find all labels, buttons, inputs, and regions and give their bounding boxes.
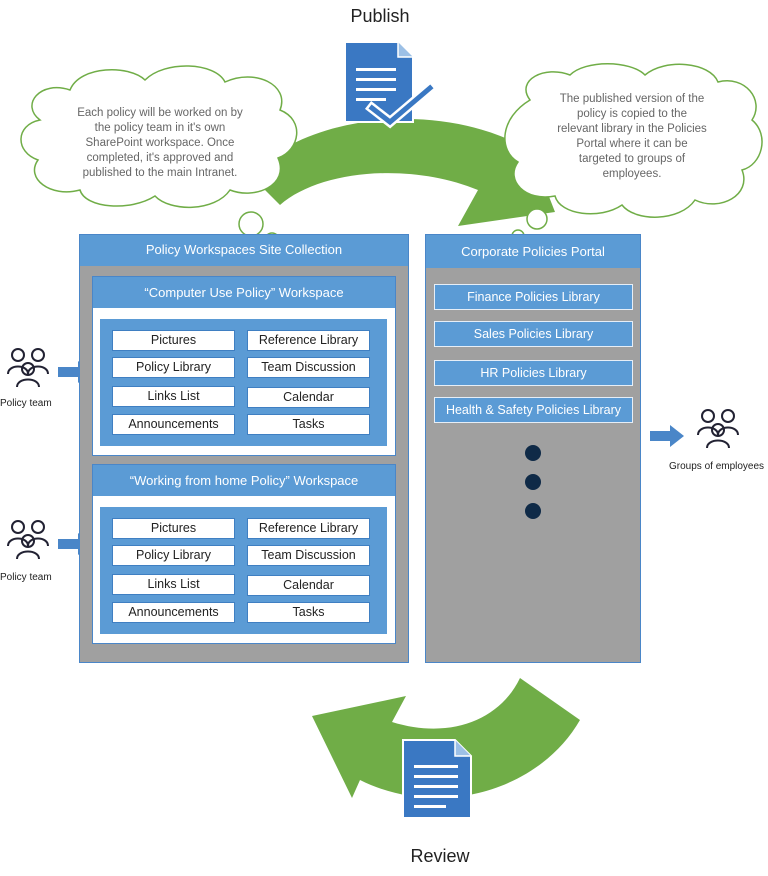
policy-team-label: Policy team (0, 572, 52, 583)
workspace-working-from-home: “Working from home Policy” Workspace Pic… (92, 464, 396, 644)
right-cloud-bubble-1 (526, 208, 548, 230)
ellipsis-dot (525, 445, 541, 461)
right-cloud-text: The published version of the policy is c… (512, 92, 752, 182)
cloud-line: employees. (602, 168, 662, 180)
site-collection-title: Policy Workspaces Site Collection (80, 235, 408, 266)
library-health-safety[interactable]: Health & Safety Policies Library (434, 397, 633, 423)
people-icon (7, 348, 49, 388)
corporate-policies-portal: Corporate Policies Portal Finance Polici… (425, 234, 641, 663)
groups-of-employees-label: Groups of employees (669, 461, 765, 472)
cloud-line: targeted to groups of (578, 153, 686, 165)
workspace-apps: Pictures Reference Library Policy Librar… (100, 319, 387, 446)
app-reference-library[interactable]: Reference Library (247, 518, 370, 539)
cloud-line: Portal where it can be (576, 138, 688, 150)
document-icon (402, 739, 472, 819)
cloud-line: relevant library in the Policies (557, 123, 707, 135)
library-sales[interactable]: Sales Policies Library (434, 321, 633, 347)
publish-arc-arrow (250, 118, 555, 226)
app-calendar[interactable]: Calendar (247, 387, 370, 408)
library-finance[interactable]: Finance Policies Library (434, 284, 633, 310)
app-links-list[interactable]: Links List (112, 574, 235, 595)
people-icon (7, 520, 49, 560)
app-announcements[interactable]: Announcements (112, 414, 235, 435)
cloud-line: policy is copied to the (577, 108, 687, 120)
cloud-line: The published version of the (559, 93, 705, 105)
review-arc-arrow (312, 678, 580, 798)
app-team-discussion[interactable]: Team Discussion (247, 545, 370, 566)
app-tasks[interactable]: Tasks (247, 414, 370, 435)
library-hr[interactable]: HR Policies Library (434, 360, 633, 386)
portal-title: Corporate Policies Portal (426, 235, 640, 268)
left-cloud-text: Each policy will be worked on by the pol… (40, 106, 280, 181)
workspace-computer-use: “Computer Use Policy” Workspace Pictures… (92, 276, 396, 456)
app-policy-library[interactable]: Policy Library (112, 357, 235, 378)
workspace-apps: Pictures Reference Library Policy Librar… (100, 507, 387, 634)
cloud-line: completed, it's approved and (86, 152, 234, 164)
workspace-title: “Working from home Policy” Workspace (93, 465, 395, 496)
policy-team-label: Policy team (0, 398, 52, 409)
left-cloud-bubble-1 (238, 211, 264, 237)
app-reference-library[interactable]: Reference Library (247, 330, 370, 351)
ellipsis-dot (525, 503, 541, 519)
app-tasks[interactable]: Tasks (247, 602, 370, 623)
app-announcements[interactable]: Announcements (112, 602, 235, 623)
people-icon (697, 409, 739, 449)
cloud-line: SharePoint workspace. Once (85, 137, 235, 149)
left-cloud (20, 65, 298, 208)
app-links-list[interactable]: Links List (112, 386, 235, 407)
app-policy-library[interactable]: Policy Library (112, 545, 235, 566)
app-pictures[interactable]: Pictures (112, 518, 235, 539)
app-calendar[interactable]: Calendar (247, 575, 370, 596)
review-title: Review (410, 846, 470, 866)
cloud-line: published to the main Intranet. (82, 167, 238, 179)
ellipsis-dot (525, 474, 541, 490)
app-team-discussion[interactable]: Team Discussion (247, 357, 370, 378)
app-pictures[interactable]: Pictures (112, 330, 235, 351)
right-cloud (504, 63, 763, 218)
cloud-line: Each policy will be worked on by (77, 107, 243, 119)
workspace-title: “Computer Use Policy” Workspace (93, 277, 395, 308)
cloud-line: the policy team in it's own (94, 122, 226, 134)
workspaces-site-collection: Policy Workspaces Site Collection “Compu… (79, 234, 409, 663)
arrow-right-icon (650, 425, 684, 447)
publish-title: Publish (350, 6, 410, 26)
document-check-icon (344, 41, 438, 129)
